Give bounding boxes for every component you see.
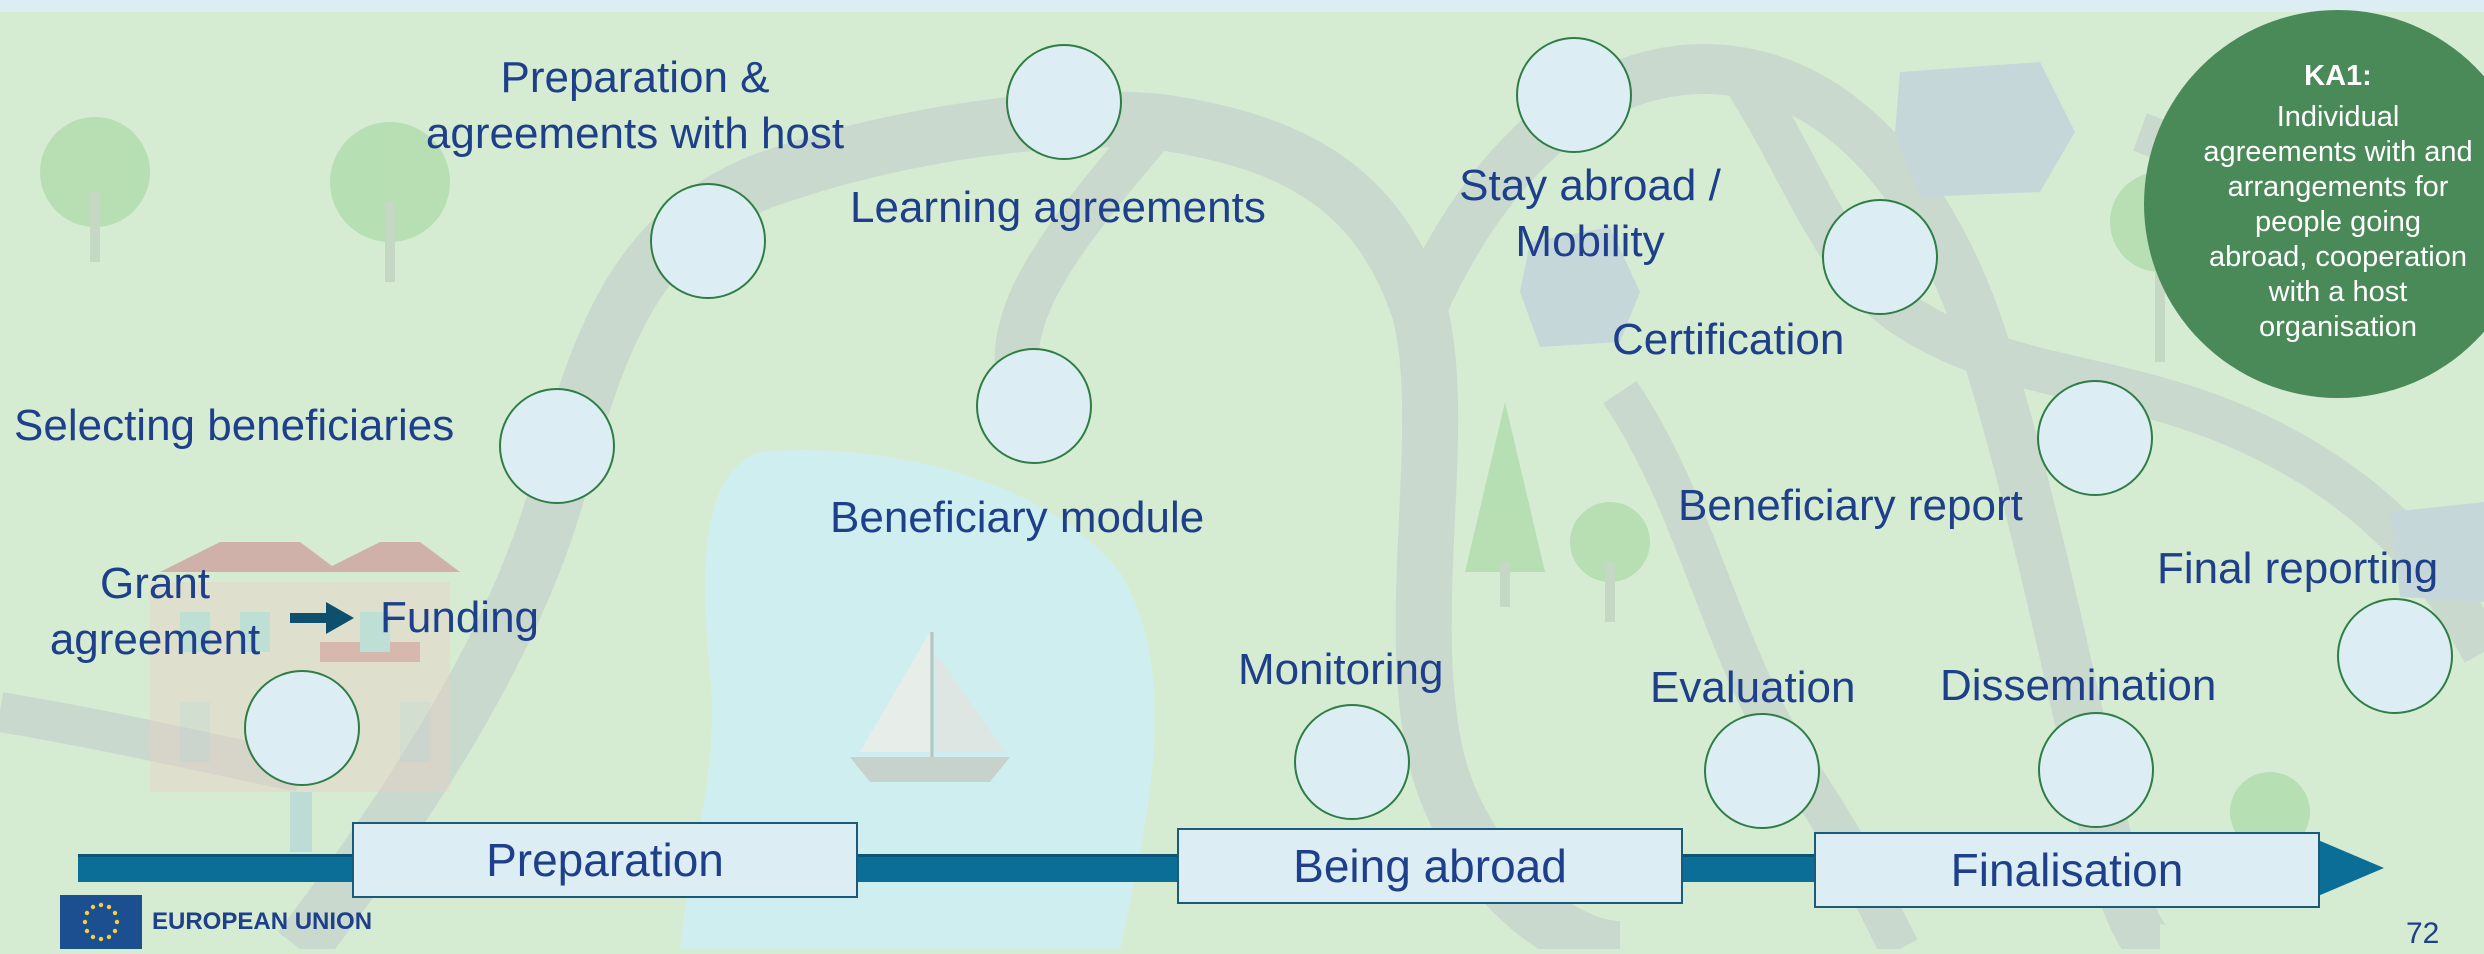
- phase-finalisation-label: Finalisation: [1950, 844, 2184, 896]
- ka1-body: Individual agreements with and arrangeme…: [2203, 101, 2473, 343]
- label-dissemination: Dissemination: [1940, 661, 2217, 710]
- label-monitoring: Monitoring: [1238, 645, 1444, 694]
- step-node-evaluation: [1704, 713, 1820, 829]
- eu-logo: EUROPEAN UNION: [60, 895, 372, 949]
- label-beneficiary-report: Beneficiary report: [1678, 481, 2023, 530]
- phase-being-abroad-label: Being abroad: [1293, 840, 1567, 892]
- step-node-final-reporting: [2337, 598, 2453, 714]
- label-stay-abroad: Stay abroad / Mobility: [1459, 161, 1721, 266]
- step-node-beneficiary-module: [976, 348, 1092, 464]
- label-grant-agreement: Grant agreement: [49, 559, 261, 664]
- ka1-title: KA1:: [2304, 60, 2372, 92]
- page-number: 72: [2406, 917, 2440, 950]
- phase-being-abroad: Being abroad: [1177, 828, 1683, 904]
- phase-preparation: Preparation: [352, 822, 858, 898]
- phase-preparation-label: Preparation: [486, 834, 724, 886]
- step-node-certification: [1822, 199, 1938, 315]
- ka1-info-circle: KA1: Individual agreements with and arra…: [2144, 10, 2484, 398]
- eu-label: EUROPEAN UNION: [152, 908, 373, 935]
- step-node-monitoring: [1294, 704, 1410, 820]
- label-funding: Funding: [380, 593, 540, 642]
- step-node-beneficiary-report: [2037, 380, 2153, 496]
- step-node-stay-abroad: [1516, 37, 1632, 153]
- eu-flag-icon: [60, 895, 142, 949]
- label-certification: Certification: [1612, 315, 1845, 364]
- step-node-learning-agreements: [1006, 44, 1122, 160]
- label-selecting-beneficiaries: Selecting beneficiaries: [14, 401, 455, 450]
- phase-finalisation: Finalisation: [1814, 832, 2320, 908]
- label-final-reporting: Final reporting: [2157, 544, 2439, 593]
- step-node-selecting-beneficiaries: [499, 388, 615, 504]
- step-node-grant-agreement: [244, 670, 360, 786]
- label-preparation-agreements: Preparation & agreements with host: [425, 53, 845, 158]
- label-beneficiary-module: Beneficiary module: [830, 493, 1205, 542]
- label-evaluation: Evaluation: [1650, 663, 1856, 712]
- label-learning-agreements: Learning agreements: [850, 183, 1266, 232]
- step-node-dissemination: [2038, 712, 2154, 828]
- top-strip: [0, 0, 2484, 12]
- step-node-preparation-agreements: [650, 183, 766, 299]
